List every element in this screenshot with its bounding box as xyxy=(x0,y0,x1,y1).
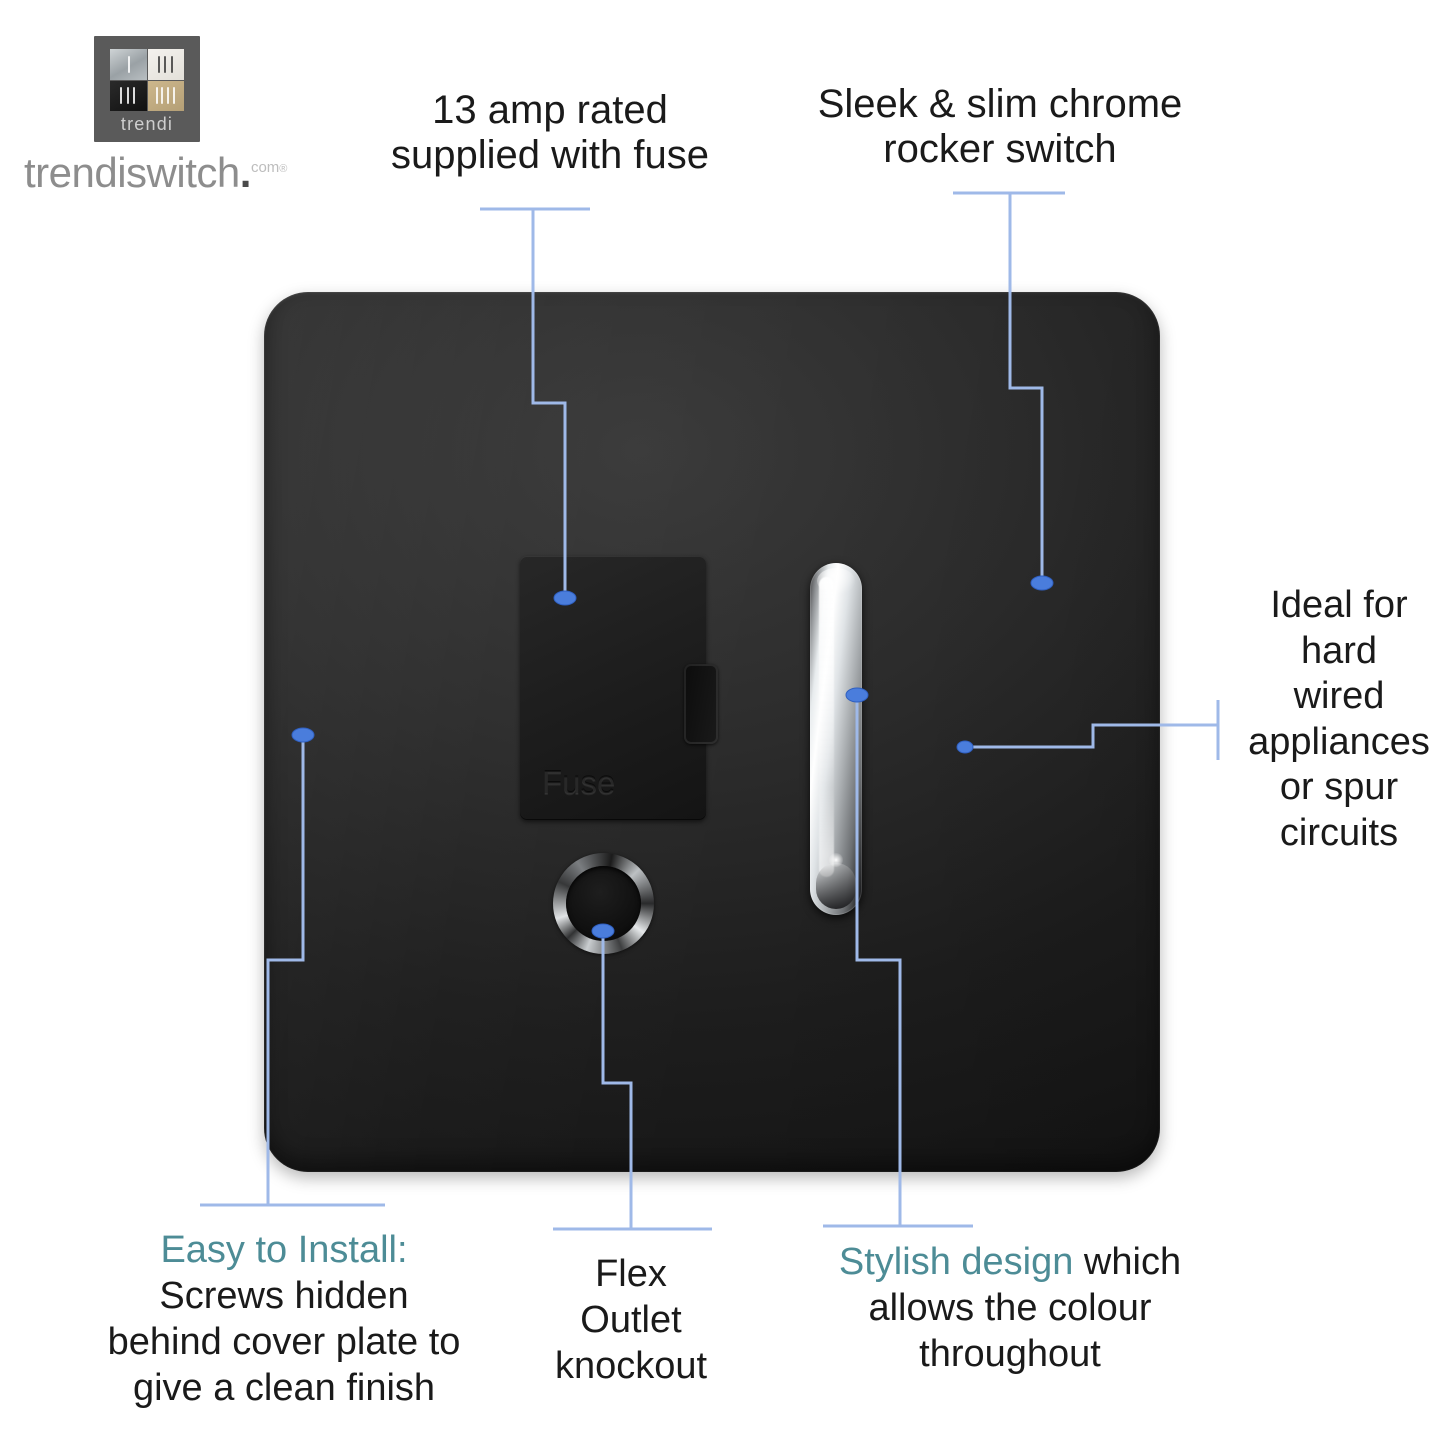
callout-flex-outlet: Flex Outlet knockout xyxy=(554,1253,708,1387)
callout-easy-to-install: Easy to Install: Screws hidden behind co… xyxy=(45,1228,523,1412)
rocker-bottom-shade xyxy=(816,863,856,909)
rocker-gloss-highlight xyxy=(819,577,834,877)
rocker-top-highlight xyxy=(817,568,855,594)
fuse-label: Fuse xyxy=(542,764,616,801)
rocker-specular-dot xyxy=(829,853,843,867)
brand-name: trendiswitch.com® xyxy=(24,152,304,194)
brand-name-dot: . xyxy=(239,149,252,196)
callout-stylish-design: Stylish design which allows the colour t… xyxy=(800,1240,1220,1378)
callout-stylish-body: which allows the colour throughout xyxy=(868,1241,1182,1375)
logo-tile-white xyxy=(147,49,184,80)
brand-tld: com xyxy=(250,159,280,176)
fuse-cover[interactable]: Fuse xyxy=(520,556,718,820)
registered-mark-icon: ® xyxy=(279,163,287,175)
brand-name-text: trendiswitch xyxy=(24,149,240,196)
callout-ideal-for: Ideal for hard wired appliances or spur … xyxy=(1248,584,1430,854)
callout-easy-body: Screws hidden behind cover plate to give… xyxy=(107,1274,461,1409)
logo-wordmark: trendi xyxy=(120,114,174,134)
flex-outlet-knockout xyxy=(553,853,654,954)
callout-rocker-switch: Sleek & slim chrome rocker switch xyxy=(817,82,1183,172)
logo-tile-silver xyxy=(110,49,147,80)
knockout-inner xyxy=(566,866,641,941)
brand-logo: trendi trendiswitch.com® xyxy=(20,36,300,194)
callout-stylish-heading: Stylish design xyxy=(838,1241,1074,1283)
logo-switch-grid xyxy=(110,49,184,111)
logo-tile-black xyxy=(110,80,147,111)
callout-easy-heading: Easy to Install: xyxy=(160,1229,408,1271)
callout-amp-rating: 13 amp rated supplied with fuse xyxy=(391,88,709,178)
chrome-rocker-switch[interactable] xyxy=(810,563,862,915)
fuse-latch-tab[interactable] xyxy=(684,664,718,744)
trendi-logo-icon: trendi xyxy=(94,36,200,142)
logo-tile-brass xyxy=(147,80,184,111)
